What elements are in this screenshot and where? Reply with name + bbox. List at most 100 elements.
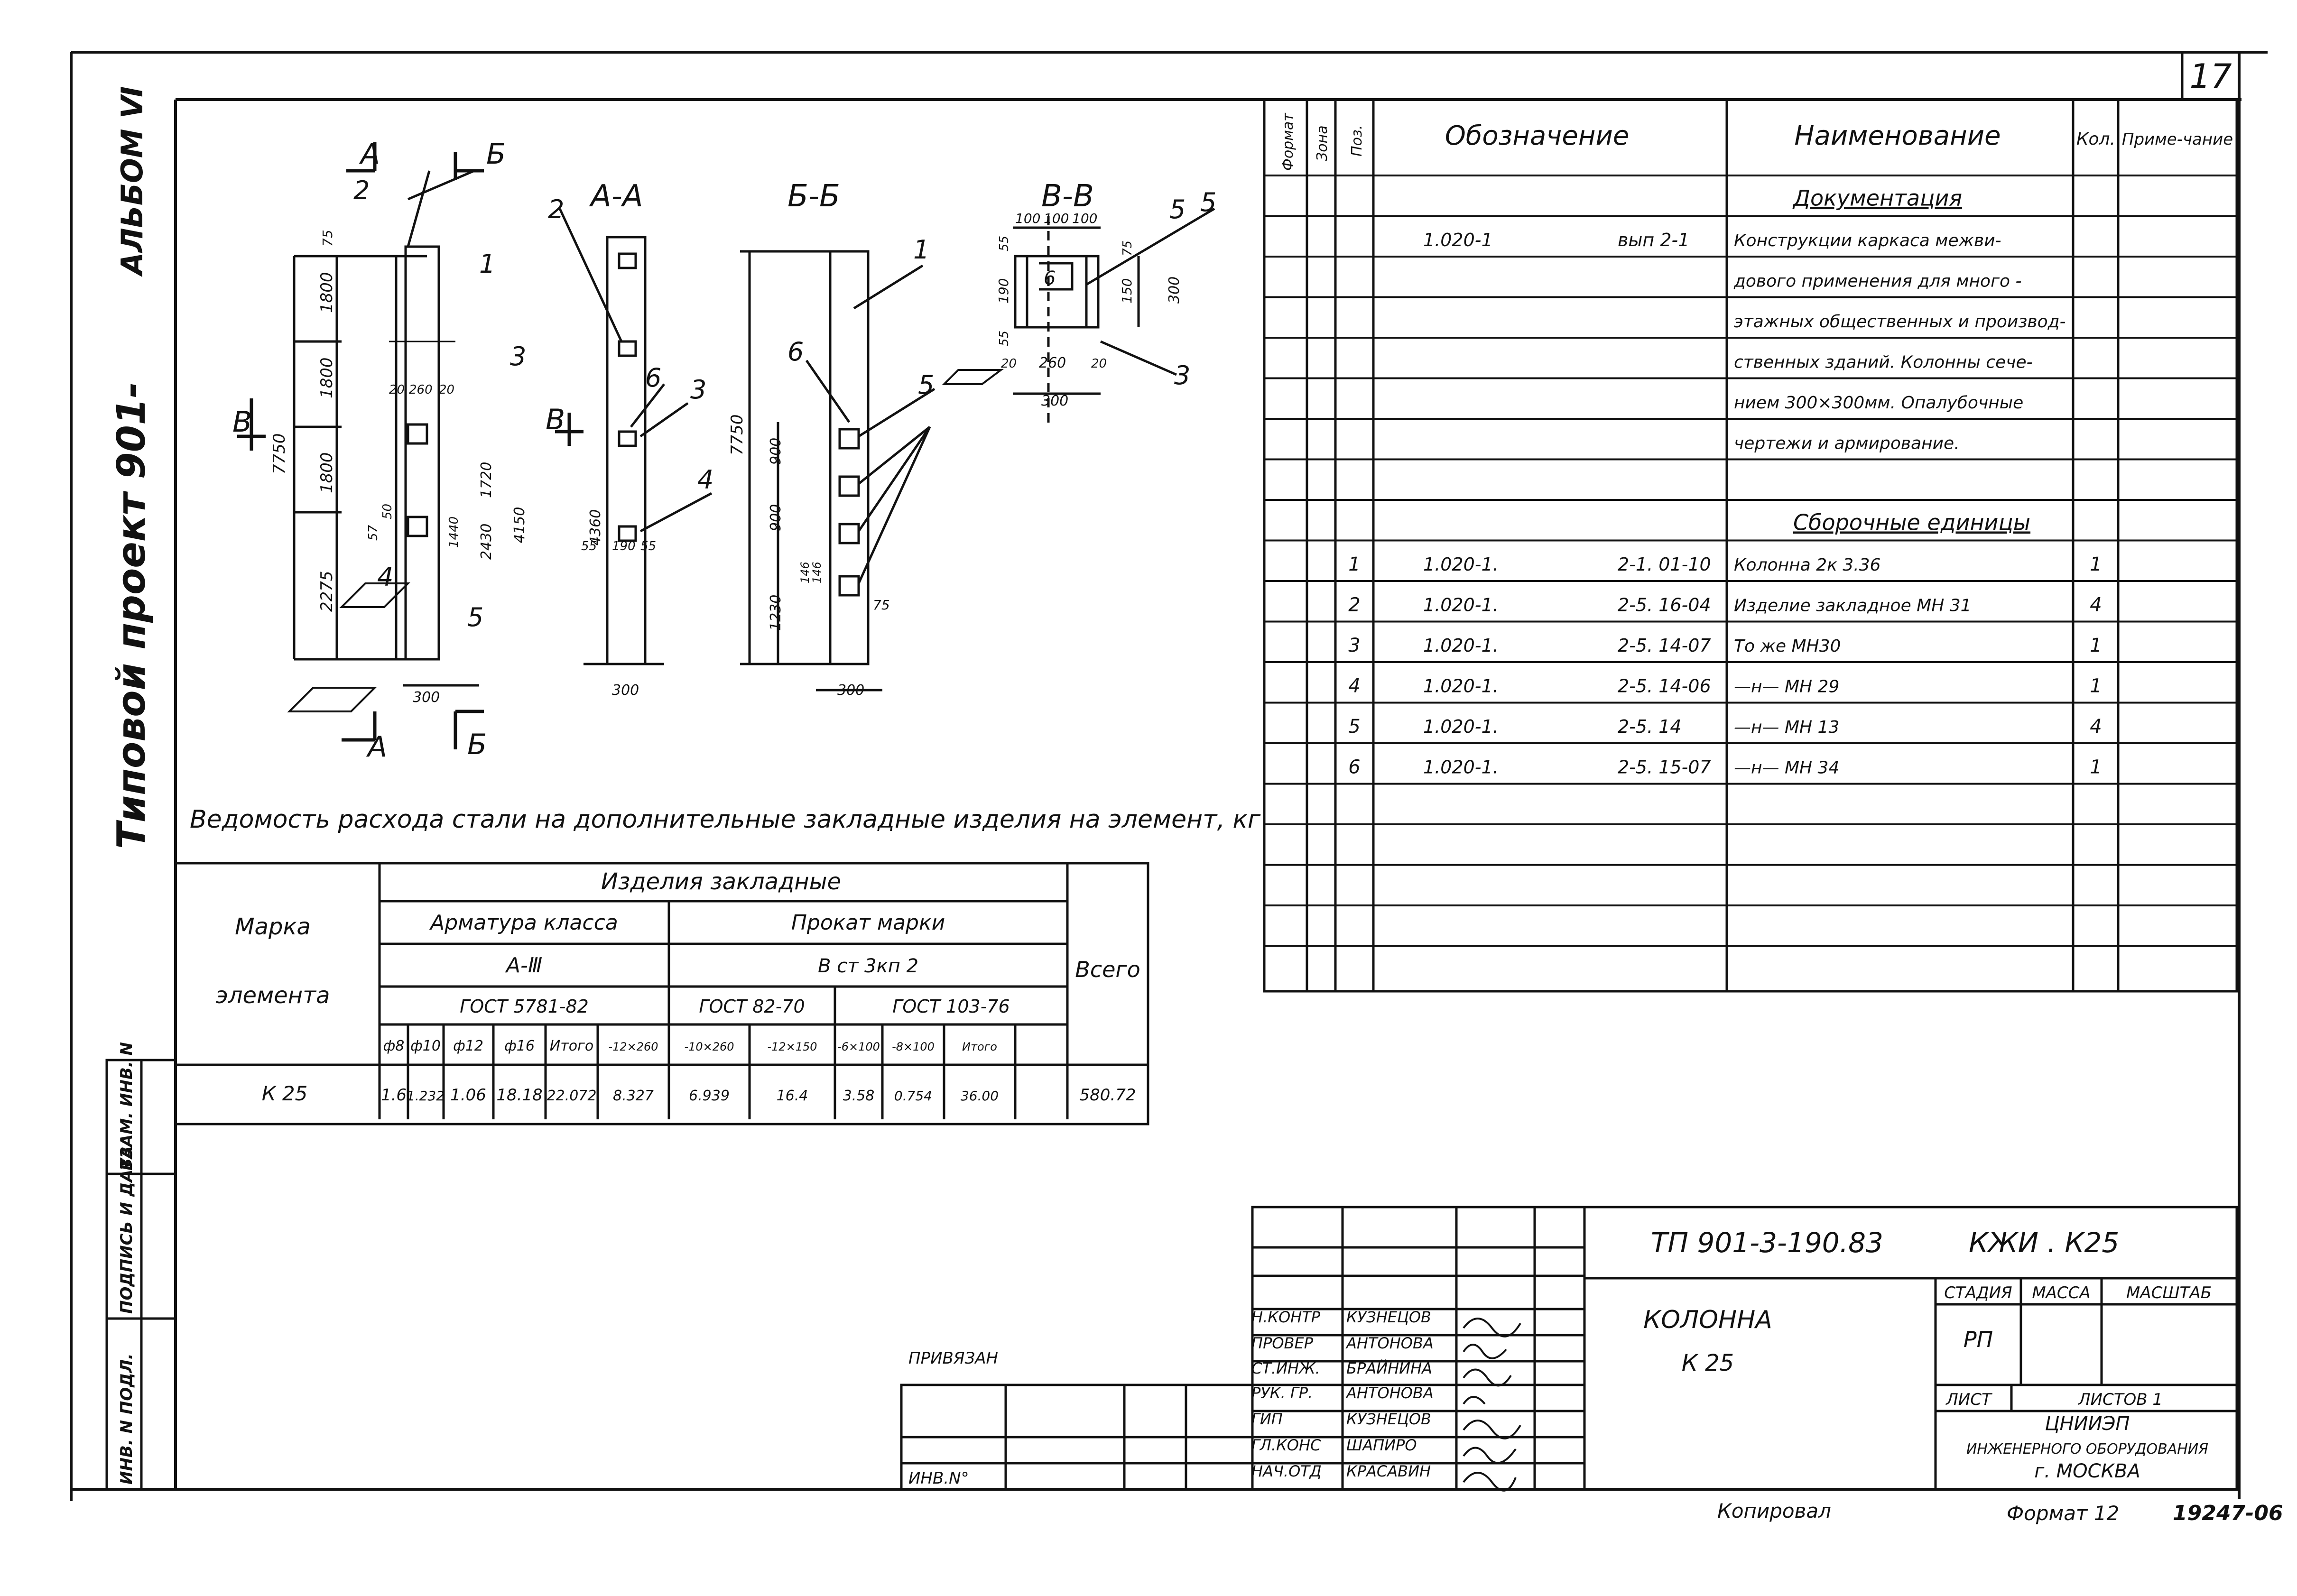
steel-subcol: -12×260 [608, 1040, 658, 1053]
spec-cell-pos: 6 [1348, 756, 1360, 778]
spec-cell-name: —н— МН 34 [1734, 758, 1839, 778]
vv-dim-300h: 300 [1041, 393, 1068, 409]
steel-subcol: Итого [962, 1040, 997, 1053]
steel-h-armatura: Арматура класса [429, 911, 618, 935]
vv-dim-150: 150 [1119, 278, 1135, 304]
section-mark-a-top: А [359, 138, 380, 171]
steel-table-grid [174, 862, 1149, 1126]
section-vv-view: В-В 5 6 5 3 100 100 100 55 190 55 150 75… [942, 179, 1216, 427]
bb-dim-900a: 900 [768, 438, 784, 465]
spec-cell-des: 1.020-1. [1423, 554, 1499, 575]
steel-cell-total: 580.72 [1080, 1086, 1136, 1105]
steel-h-mark-2: элемента [215, 982, 330, 1009]
steel-cell: 18.18 [496, 1086, 542, 1105]
spec-cell-name: Сборочные единицы [1793, 510, 2030, 535]
vv-pos-5b: 5 [1169, 194, 1186, 224]
section-vv-title: В-В [1041, 179, 1094, 214]
side-project-label: Типовой проект 901- [109, 382, 154, 849]
bb-pos-6: 6 [787, 337, 804, 367]
steel-cell: 6.939 [689, 1088, 730, 1104]
steel-h-gost2: ГОСТ 103-76 [892, 996, 1010, 1017]
spec-cell-pos: 3 [1348, 635, 1360, 656]
section-bb-view: Б-Б 1 6 5 7750 900 900 1230 146 146 75 [728, 179, 935, 699]
section-mark-b-top: Б [486, 138, 506, 171]
steel-h-prokat-mark: В ст 3кп 2 [818, 955, 918, 977]
steel-subcol: ф8 [383, 1038, 405, 1054]
spec-cell-des2: 2-5. 14-07 [1618, 635, 1711, 656]
spec-cell-des: 1.020-1 [1423, 230, 1493, 250]
tb-inv: ИНВ.N° [908, 1469, 969, 1488]
vv-dim-300v: 300 [1166, 277, 1183, 304]
spec-cell-qty: 1 [2090, 675, 2102, 697]
spec-cell-qty: 1 [2090, 756, 2102, 778]
spec-cell-name: ственных зданий. Колонны сече- [1734, 353, 2033, 372]
bb-pos-1: 1 [913, 235, 929, 265]
steel-cell: 16.4 [777, 1088, 808, 1104]
spec-cell-name: чертежи и армирование. [1734, 434, 1960, 453]
tb-name-2: К 25 [1682, 1350, 1734, 1376]
column-main-view: А Б А Б В В 75 1800 1800 1800 2275 7750 … [232, 138, 584, 764]
side-stamp [105, 1059, 177, 1491]
steel-subcol: -6×100 [837, 1040, 880, 1053]
aa-pos-3: 3 [690, 375, 706, 405]
aa-dim-300: 300 [612, 682, 639, 699]
section-mark-a-bottom: А [366, 730, 387, 764]
steel-subcol: ф12 [453, 1038, 483, 1054]
steel-subcol: -12×150 [767, 1040, 817, 1053]
bb-dim-75: 75 [873, 597, 890, 613]
tb-role: СТ.ИНЖ. [1251, 1359, 1320, 1377]
tb-role: ГИП [1251, 1410, 1283, 1428]
spec-cell-pos: 1 [1348, 554, 1360, 575]
spec-cell-des2: 2-5. 15-07 [1618, 757, 1711, 778]
spec-cell-name: —н— МН 13 [1734, 718, 1839, 737]
vv-pos-5: 5 [1200, 187, 1216, 217]
side-album-label: АЛЬБОМ Ⅵ [115, 86, 149, 277]
main-dim-300: 300 [413, 689, 440, 706]
main-dim-7750: 7750 [270, 433, 289, 474]
main-dim-1800-b: 1800 [317, 357, 336, 398]
bb-pos-5: 5 [918, 370, 934, 400]
vv-dim-100b: 100 [1044, 211, 1069, 226]
tb-person: АНТОНОВА [1345, 1384, 1434, 1402]
spec-cell-qty: 1 [2090, 554, 2102, 575]
tb-stage: РП [1964, 1327, 1993, 1352]
tb-scale-h: МАСШТАБ [2126, 1283, 2212, 1302]
tb-person: АНТОНОВА [1345, 1334, 1434, 1352]
section-bb-title: Б-Б [787, 179, 840, 214]
side-stamp-inv: ИНВ. N ПОДЛ. [117, 1353, 136, 1485]
vv-dim-190: 190 [996, 278, 1011, 304]
spec-cell-pos: 4 [1348, 675, 1360, 697]
spec-cell-name: —н— МН 29 [1734, 677, 1839, 697]
vv-dim-100a: 100 [1015, 211, 1040, 226]
spec-cell-des: 1.020-1. [1423, 595, 1499, 616]
main-dim-20a: 20 [389, 383, 405, 397]
steel-subcol: -10×260 [684, 1040, 734, 1053]
tb-person: БРАЙНИНА [1346, 1359, 1432, 1377]
footer-archive: 19247-06 [2173, 1501, 2283, 1525]
vv-pos-3: 3 [1174, 360, 1190, 390]
spec-cell-qty: 1 [2090, 635, 2102, 656]
aa-dim-55a: 55 [581, 539, 597, 554]
steel-h-mark-1: Марка [235, 913, 311, 940]
tb-name-1: КОЛОННА [1643, 1306, 1772, 1334]
aa-dim-55b: 55 [640, 539, 656, 554]
title-block-text: ТП 901-3-190.83 КЖИ . К25 КОЛОННА К 25 С… [908, 1227, 2212, 1488]
main-dim-75: 75 [320, 230, 335, 247]
spec-row-lines [1264, 175, 2237, 947]
vv-section-a-flag [942, 369, 1004, 385]
spec-h-note: Приме-чание [2122, 130, 2233, 149]
main-dim-20b: 20 [439, 383, 454, 397]
spec-cell-des2: 2-1. 01-10 [1618, 554, 1711, 575]
section-mark-b-bottom: Б [467, 728, 487, 761]
spec-h-format: Формат [1280, 112, 1297, 171]
tb-person: КУЗНЕЦОВ [1346, 1410, 1431, 1428]
vv-dim-75: 75 [1121, 240, 1135, 256]
main-dim-1720: 1720 [478, 462, 495, 498]
spec-table-grid [1263, 98, 2238, 993]
aa-pos-6: 6 [645, 363, 661, 393]
tb-mark: КЖИ . К25 [1969, 1227, 2119, 1259]
main-dim-2275: 2275 [317, 571, 336, 612]
spec-cell-des2: 2-5. 16-04 [1618, 595, 1711, 616]
spec-cell-des: 1.020-1. [1423, 716, 1499, 737]
